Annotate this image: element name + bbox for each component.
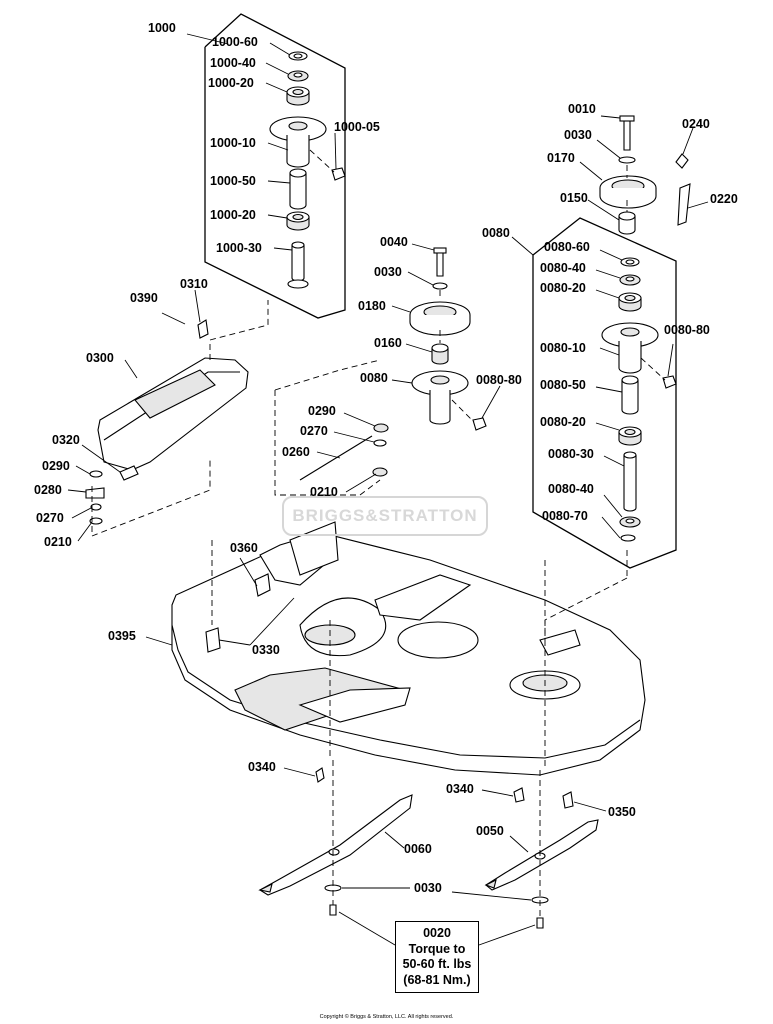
label-1000-20a: 1000-20	[208, 76, 254, 90]
label-0080-60: 0080-60	[544, 240, 590, 254]
torque-note-box: 0020 Torque to 50-60 ft. lbs (68-81 Nm.)	[395, 921, 479, 993]
label-0290b: 0290	[308, 404, 336, 418]
label-1000-10: 1000-10	[210, 136, 256, 150]
label-0030b: 0030	[374, 265, 402, 279]
torque-note-line1: Torque to	[408, 941, 466, 956]
label-0080b: 0080	[360, 371, 388, 385]
label-0080-80b: 0080-80	[476, 373, 522, 387]
label-0390: 0390	[130, 291, 158, 305]
label-0080a: 0080	[482, 226, 510, 240]
hinge-rod-group	[274, 359, 389, 496]
brand-watermark: BRIGGS&STRATTON	[282, 496, 488, 536]
label-0395: 0395	[108, 629, 136, 643]
label-0330: 0330	[252, 643, 280, 657]
label-0210a: 0210	[44, 535, 72, 549]
discharge-chute-group	[67, 289, 269, 542]
label-0080-50: 0080-50	[540, 378, 586, 392]
label-1000-05: 1000-05	[334, 120, 380, 134]
label-0210b: 0210	[310, 485, 338, 499]
label-1000-50: 1000-50	[210, 174, 256, 188]
copyright-text: Copyright © Briggs & Stratton, LLC. All …	[319, 1014, 454, 1020]
torque-note-line3: (68-81 Nm.)	[403, 972, 471, 987]
label-1000-40: 1000-40	[210, 56, 256, 70]
label-0030c: 0030	[414, 881, 442, 895]
label-0080-10: 0080-10	[540, 341, 586, 355]
callout-labels: 1000 1000-60 1000-40 1000-20 1000-05 100…	[34, 21, 738, 895]
label-0320: 0320	[52, 433, 80, 447]
label-0340a: 0340	[248, 760, 276, 774]
torque-note-part: 0020	[423, 926, 451, 940]
label-1000-20b: 1000-20	[210, 208, 256, 222]
torque-note-line2: 50-60 ft. lbs	[402, 957, 472, 971]
label-0060: 0060	[404, 842, 432, 856]
label-0280: 0280	[34, 483, 62, 497]
label-0270a: 0270	[36, 511, 64, 525]
label-0360: 0360	[230, 541, 258, 555]
label-0080-40b: 0080-40	[548, 482, 594, 496]
label-0080-20a: 0080-20	[540, 281, 586, 295]
label-1000-60: 1000-60	[212, 35, 258, 49]
label-0080-40a: 0080-40	[540, 261, 586, 275]
label-0040: 0040	[380, 235, 408, 249]
label-0080-70: 0080-70	[542, 509, 588, 523]
label-0180: 0180	[358, 299, 386, 313]
label-0080-80a: 0080-80	[664, 323, 710, 337]
label-0290a: 0290	[42, 459, 70, 473]
spindle-assembly-0080	[511, 217, 677, 569]
spindle-assembly-1000	[186, 13, 346, 319]
label-0310: 0310	[180, 277, 208, 291]
label-1000: 1000	[148, 21, 176, 35]
middle-spindle-stack	[391, 243, 501, 431]
label-0170: 0170	[547, 151, 575, 165]
label-0300: 0300	[86, 351, 114, 365]
label-0080-30: 0080-30	[548, 447, 594, 461]
label-1000-30: 1000-30	[216, 241, 262, 255]
label-0030a: 0030	[564, 128, 592, 142]
label-0340b: 0340	[446, 782, 474, 796]
mower-deck-0395	[145, 521, 646, 776]
blades-group	[258, 760, 607, 946]
right-pulley-stack	[579, 115, 709, 235]
label-0220: 0220	[710, 192, 738, 206]
label-0150: 0150	[560, 191, 588, 205]
label-0260: 0260	[282, 445, 310, 459]
label-0010: 0010	[568, 102, 596, 116]
label-0350: 0350	[608, 805, 636, 819]
label-0160: 0160	[374, 336, 402, 350]
label-0080-20b: 0080-20	[540, 415, 586, 429]
label-0240: 0240	[682, 117, 710, 131]
label-0050: 0050	[476, 824, 504, 838]
label-0270b: 0270	[300, 424, 328, 438]
